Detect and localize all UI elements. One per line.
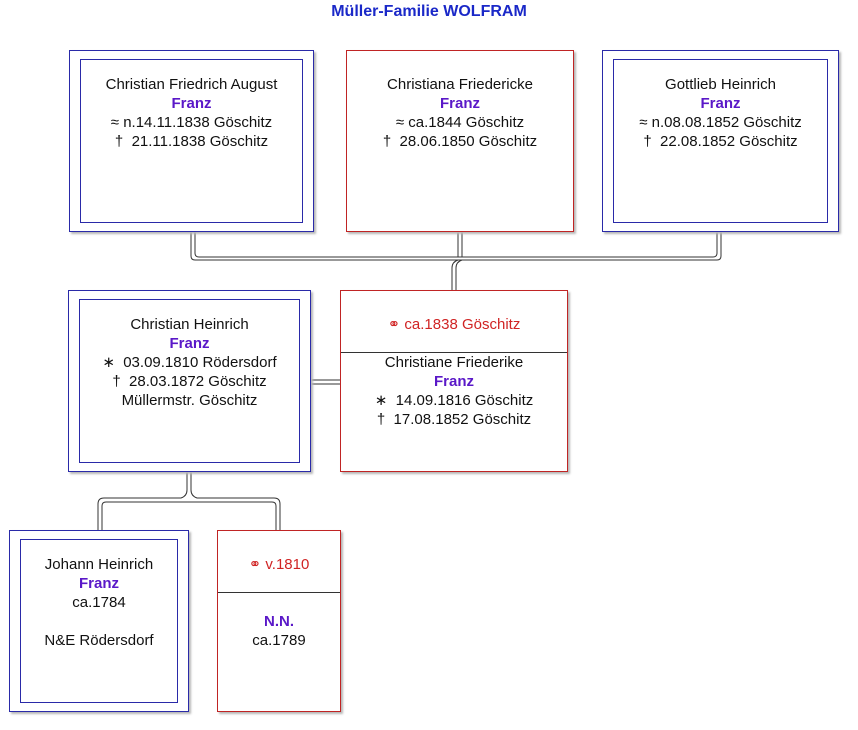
marriage-rings-icon: ⚭ — [387, 316, 401, 333]
baptism-date: ≈ n.14.11.1838 Göschitz — [110, 114, 273, 131]
given-name: Christian Friedrich August — [105, 76, 278, 93]
surname: Franz — [171, 95, 212, 112]
mother-card-christiane-friederike[interactable]: ⚭ ca.1838 Göschitz Christiane Friederike… — [340, 290, 568, 472]
card-text: Christian Friedrich August Franz ≈ n.14.… — [70, 75, 313, 151]
residence-note: N&E Rödersdorf — [44, 632, 154, 649]
card-text: Christiana Friedericke Franz ≈ ca.1844 G… — [347, 75, 573, 151]
birth-date: ∗ 03.09.1810 Rödersdorf — [102, 354, 277, 371]
death-date: † 21.11.1838 Göschitz — [114, 133, 269, 150]
given-name: Christiane Friederike — [384, 354, 524, 371]
child-card-gottlieb-heinrich[interactable]: Gottlieb Heinrich Franz ≈ n.08.08.1852 G… — [602, 50, 839, 232]
death-date: † 22.08.1852 Göschitz — [643, 133, 798, 150]
baptism-date: ≈ ca.1844 Göschitz — [395, 114, 525, 131]
card-divider — [341, 352, 567, 353]
surname: Franz — [78, 575, 119, 592]
baptism-date: ≈ n.08.08.1852 Göschitz — [639, 114, 802, 131]
given-name: Christian Heinrich — [130, 316, 249, 333]
surname: N.N. — [264, 613, 294, 630]
card-inner-frame — [79, 299, 300, 463]
birth-date: ca.1784 — [72, 594, 126, 611]
surname: Franz — [433, 373, 474, 390]
given-name: Johann Heinrich — [44, 556, 154, 573]
marriage-date: ca.1838 Göschitz — [404, 316, 521, 333]
card-inner-frame — [20, 539, 178, 703]
surname: Franz — [169, 335, 210, 352]
death-date: † 28.06.1850 Göschitz — [382, 133, 538, 150]
marriage-date: v.1810 — [265, 556, 310, 573]
birth-date: ca.1789 — [252, 632, 306, 649]
grandfather-card-johann-heinrich[interactable]: Johann Heinrich Franz ca.1784 N&E Röders… — [9, 530, 189, 712]
card-text: Christiane Friederike Franz ∗ 14.09.1816… — [341, 353, 567, 429]
child-card-christian-friedrich-august[interactable]: Christian Friedrich August Franz ≈ n.14.… — [69, 50, 314, 232]
marriage-rings-icon: ⚭ — [248, 556, 262, 573]
death-date: † 28.03.1872 Göschitz — [112, 373, 267, 390]
given-name: Gottlieb Heinrich — [665, 76, 776, 93]
marriage-info: ⚭ v.1810 — [218, 555, 340, 574]
card-text: Johann Heinrich Franz ca.1784 N&E Röders… — [10, 555, 188, 650]
death-date: † 17.08.1852 Göschitz — [376, 411, 532, 428]
birth-date: ∗ 14.09.1816 Göschitz — [374, 392, 534, 409]
surname: Franz — [439, 95, 480, 112]
given-name: Christiana Friedericke — [387, 76, 533, 93]
card-text: N.N. ca.1789 — [218, 612, 340, 650]
marriage-info: ⚭ ca.1838 Göschitz — [341, 315, 567, 334]
card-text: Christian Heinrich Franz ∗ 03.09.1810 Rö… — [69, 315, 310, 410]
card-text: Gottlieb Heinrich Franz ≈ n.08.08.1852 G… — [603, 75, 838, 151]
grandmother-card-nn[interactable]: ⚭ v.1810 N.N. ca.1789 — [217, 530, 341, 712]
child-card-christiana-friedericke[interactable]: Christiana Friedericke Franz ≈ ca.1844 G… — [346, 50, 574, 232]
spacer-line — [10, 612, 188, 631]
surname: Franz — [700, 95, 741, 112]
card-divider — [218, 592, 340, 593]
card-inner-frame — [80, 59, 303, 223]
occupation: Müllermstr. Göschitz — [121, 392, 258, 409]
chart-title: Müller-Familie WOLFRAM — [331, 3, 527, 20]
father-card-christian-heinrich[interactable]: Christian Heinrich Franz ∗ 03.09.1810 Rö… — [68, 290, 311, 472]
card-inner-frame — [613, 59, 828, 223]
